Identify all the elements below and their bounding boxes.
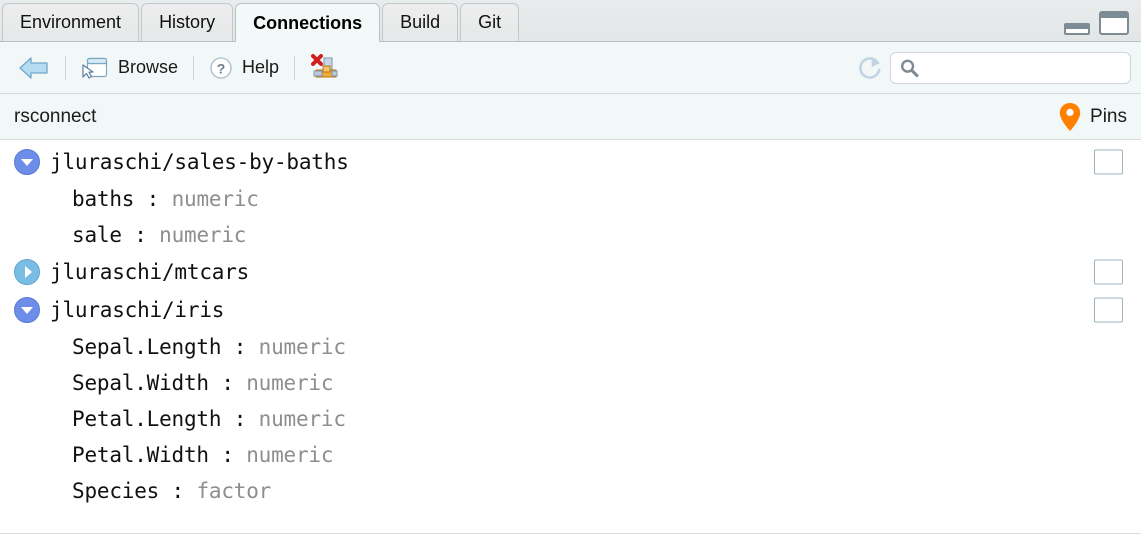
search-icon: [899, 58, 919, 78]
tab-history[interactable]: History: [141, 3, 234, 41]
tab-label: Git: [478, 12, 502, 32]
refresh-button[interactable]: [850, 51, 890, 85]
tab-build[interactable]: Build: [382, 3, 459, 41]
tab-bar: Environment History Connections Build Gi…: [0, 0, 1141, 42]
help-question-icon: ?: [209, 56, 233, 80]
connection-name: jluraschi/sales-by-baths: [50, 150, 349, 174]
field-row: sale : numeric: [0, 217, 1141, 253]
field-type: numeric: [159, 223, 247, 247]
field-separator: :: [121, 223, 160, 247]
disconnect-button[interactable]: [304, 51, 346, 85]
chevron-right-circle-icon[interactable]: [14, 259, 40, 285]
browse-window-icon: [81, 55, 109, 81]
pins-label: Pins: [1090, 105, 1127, 127]
field-separator: :: [208, 443, 247, 467]
field-type: numeric: [246, 371, 334, 395]
map-pin-icon: [1058, 102, 1082, 132]
table-grid-icon[interactable]: [1094, 149, 1123, 175]
field-row: Petal.Length : numeric: [0, 401, 1141, 437]
field-row: Sepal.Length : numeric: [0, 329, 1141, 365]
field-type: numeric: [171, 187, 259, 211]
field-name: sale: [72, 223, 122, 247]
tab-label: Build: [400, 12, 441, 32]
pins-button[interactable]: Pins: [1058, 102, 1127, 132]
help-label: Help: [242, 57, 280, 77]
tab-label: Connections: [253, 12, 363, 33]
field-name: Petal.Width: [72, 443, 209, 467]
toolbar-separator: [294, 55, 296, 80]
field-separator: :: [221, 407, 259, 431]
field-separator: :: [159, 479, 197, 503]
table-grid-icon[interactable]: [1094, 297, 1123, 323]
field-separator: :: [221, 335, 259, 359]
tab-label: History: [159, 12, 216, 32]
field-row: Petal.Width : numeric: [0, 437, 1141, 473]
tab-environment[interactable]: Environment: [2, 3, 140, 41]
field-separator: :: [134, 187, 172, 211]
field-separator: :: [208, 371, 247, 395]
field-row: baths : numeric: [0, 181, 1141, 217]
connection-name: jluraschi/mtcars: [50, 260, 250, 284]
breadcrumb[interactable]: rsconnect: [14, 105, 97, 127]
field-name: Petal.Length: [72, 407, 222, 431]
browse-label: Browse: [118, 57, 179, 77]
window-controls: [1064, 11, 1129, 35]
field-row: Species : factor: [0, 473, 1141, 509]
table-grid-icon[interactable]: [1094, 259, 1123, 285]
field-name: Sepal.Width: [72, 371, 209, 395]
tab-label: Environment: [20, 12, 122, 32]
toolbar-separator: [193, 55, 195, 80]
field-name: Sepal.Length: [72, 335, 222, 359]
minimize-icon[interactable]: [1064, 23, 1090, 35]
toolbar: Browse ? Help: [0, 42, 1141, 94]
field-name: Species: [72, 479, 160, 503]
tab-git[interactable]: Git: [460, 3, 520, 41]
field-type: numeric: [246, 443, 334, 467]
back-arrow-icon: [18, 55, 50, 81]
search-input[interactable]: [925, 58, 1128, 77]
field-type: factor: [196, 479, 272, 503]
chevron-down-circle-icon[interactable]: [14, 149, 40, 175]
search-box[interactable]: [890, 51, 1131, 84]
toolbar-separator: [65, 55, 66, 80]
field-row: Sepal.Width : numeric: [0, 365, 1141, 401]
chevron-down-circle-icon[interactable]: [14, 297, 40, 323]
disconnect-icon: [310, 53, 340, 82]
maximize-icon[interactable]: [1099, 11, 1129, 35]
breadcrumb-row: rsconnect Pins: [0, 94, 1141, 140]
refresh-icon: [856, 54, 884, 82]
connection-row[interactable]: jluraschi/mtcars: [0, 253, 1141, 291]
connection-row[interactable]: jluraschi/iris: [0, 291, 1141, 329]
connection-name: jluraschi/iris: [50, 298, 225, 322]
tab-connections[interactable]: Connections: [235, 3, 381, 42]
svg-text:?: ?: [217, 60, 226, 76]
field-type: numeric: [258, 407, 346, 431]
browse-button[interactable]: Browse: [75, 52, 184, 84]
field-type: numeric: [258, 335, 346, 359]
back-button[interactable]: [12, 52, 56, 84]
field-name: baths: [72, 187, 135, 211]
help-button[interactable]: ? Help: [203, 53, 285, 83]
connection-row[interactable]: jluraschi/sales-by-baths: [0, 143, 1141, 181]
connections-list: jluraschi/sales-by-baths baths : numeric…: [0, 140, 1141, 534]
